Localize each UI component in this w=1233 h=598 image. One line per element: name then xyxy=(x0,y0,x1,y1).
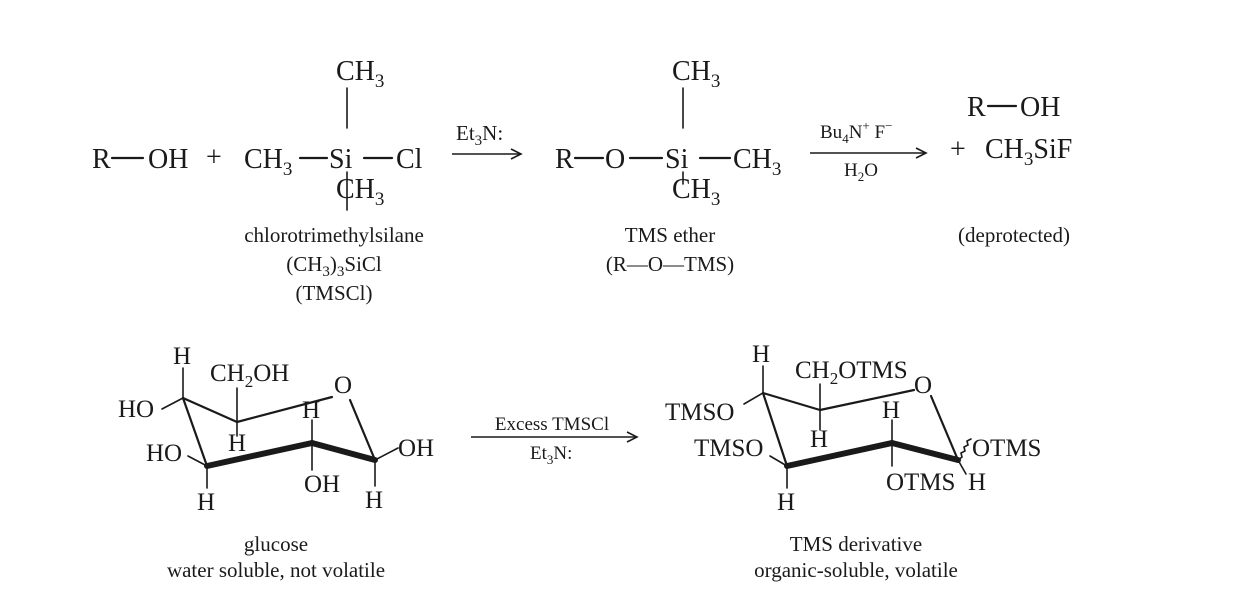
deprot-oh: OH xyxy=(1020,92,1060,123)
der-bond-c2-c1 xyxy=(889,440,961,463)
ether-si: Si xyxy=(665,144,689,175)
ether-name: TMS ether xyxy=(625,223,715,247)
der-ch2otms: CH2OTMS xyxy=(795,357,908,388)
der-tmso-c4: TMSO xyxy=(665,399,734,426)
der-bond-c3-c2 xyxy=(784,440,895,469)
der-otms-c2: OTMS xyxy=(886,469,955,496)
glc-oh-c2: OH xyxy=(304,471,340,498)
der-h-c5: H xyxy=(810,426,828,453)
der-wavy-bond-c1 xyxy=(957,438,972,461)
arrow3-head xyxy=(626,431,639,443)
alcohol-reactant: R OH xyxy=(92,144,188,175)
reaction-arrow-2: Bu4N+ F− H2O xyxy=(810,118,928,184)
glc-h-c5: H xyxy=(228,430,246,457)
der-bond-c3-otms xyxy=(769,455,788,467)
ether-top-ch3: CH3 xyxy=(672,56,720,92)
der-bond-c4-otms xyxy=(743,392,764,405)
ether-r: R xyxy=(555,144,574,175)
arrow2-bottom-reagent: H2O xyxy=(844,160,878,184)
tms-ether-product: CH3 R O Si CH3 CH3 xyxy=(555,56,781,210)
tmscl-reagent: CH3 CH3 Si Cl xyxy=(244,56,423,211)
reaction-arrow-1: Et3N: xyxy=(452,121,523,160)
tmscl-formula: (CH3)3SiCl xyxy=(286,252,382,280)
deprot-ch3sif: CH3SiF xyxy=(985,134,1072,170)
der-bond-c4-c3 xyxy=(761,391,789,468)
glc-bond-c4-ho xyxy=(161,397,184,410)
der-ring-o: O xyxy=(914,372,932,399)
arrow2-head xyxy=(915,147,928,159)
der-h-c1: H xyxy=(968,469,986,496)
glc-oh-c1: OH xyxy=(398,435,434,462)
arrow1-head xyxy=(510,148,523,160)
glc-bond-c2-c1 xyxy=(309,440,378,463)
der-h-c2: H xyxy=(882,397,900,424)
tmscl-si: Si xyxy=(329,144,353,175)
tmscl-left-ch3: CH3 xyxy=(244,144,292,180)
derivative-name: TMS derivative xyxy=(790,532,922,556)
arrow3-bottom-reagent: Et3N: xyxy=(530,443,572,467)
glc-h-c3: H xyxy=(197,489,215,516)
der-bond-o-c1 xyxy=(929,394,960,462)
glc-bond-c3-ho xyxy=(187,455,208,467)
der-h-c3: H xyxy=(777,489,795,516)
glucose-desc: water soluble, not volatile xyxy=(167,558,385,582)
alcohol-r: R xyxy=(92,144,111,175)
glc-ho-c3: HO xyxy=(146,440,182,467)
glc-h-c2: H xyxy=(302,397,320,424)
arrow3-top-reagent: Excess TMSCl xyxy=(495,414,609,435)
reaction-arrow-3: Excess TMSCl Et3N: xyxy=(471,414,639,467)
tmscl-cl: Cl xyxy=(396,144,423,175)
tmscl-bottom-ch3-visible: CH3 xyxy=(336,174,384,210)
der-bond-c5-o xyxy=(818,388,916,412)
glc-bond-c5-o xyxy=(235,395,334,424)
der-bond-c4-c5 xyxy=(761,391,822,412)
der-bond-c1-h xyxy=(957,459,967,475)
glc-h-top: H xyxy=(173,343,191,370)
der-h-top: H xyxy=(752,341,770,368)
ether-o: O xyxy=(605,144,625,175)
arrow2-top-reagent: Bu4N+ F− xyxy=(820,118,892,146)
deprot-plus: + xyxy=(950,134,966,165)
alcohol-oh: OH xyxy=(148,144,188,175)
arrow1-reagent: Et3N: xyxy=(456,121,503,149)
plus-sign-1: + xyxy=(206,142,222,173)
glc-ch2oh: CH2OH xyxy=(210,360,289,391)
deprot-r: R xyxy=(967,92,986,123)
der-tmso-c3: TMSO xyxy=(694,435,763,462)
glc-bond-o-c1 xyxy=(348,398,377,462)
glc-bond-c1-oh xyxy=(374,447,399,461)
glucose-structure: H CH2OH O HO H H HO OH OH H H xyxy=(118,343,434,516)
ether-right-ch3: CH3 xyxy=(733,144,781,180)
ether-bottom-ch3: CH3 xyxy=(672,174,720,210)
glc-bond-c4-c5 xyxy=(181,396,239,424)
glc-bond-c4-c3 xyxy=(181,396,209,468)
derivative-desc: organic-soluble, volatile xyxy=(754,558,958,582)
ether-formula: (R—O—TMS) xyxy=(606,252,734,276)
deprotected-label: (deprotected) xyxy=(958,223,1070,247)
der-otms-c1: OTMS xyxy=(972,435,1041,462)
glc-ho-c4: HO xyxy=(118,396,154,423)
glc-bond-c3-c2 xyxy=(204,440,315,469)
deprotected-products: R OH + CH3SiF xyxy=(950,92,1072,170)
glucose-name: glucose xyxy=(244,532,308,556)
tmscl-abbr: (TMSCl) xyxy=(295,281,372,305)
tmscl-name: chlorotrimethylsilane xyxy=(244,223,424,247)
glc-h-c1: H xyxy=(365,487,383,514)
glc-ring-o: O xyxy=(334,372,352,399)
tmscl-top-ch3: CH3 xyxy=(336,56,384,92)
tms-derivative-structure: H CH2OTMS O TMSO H H TMSO OTMS OTMS H H xyxy=(665,341,1041,516)
